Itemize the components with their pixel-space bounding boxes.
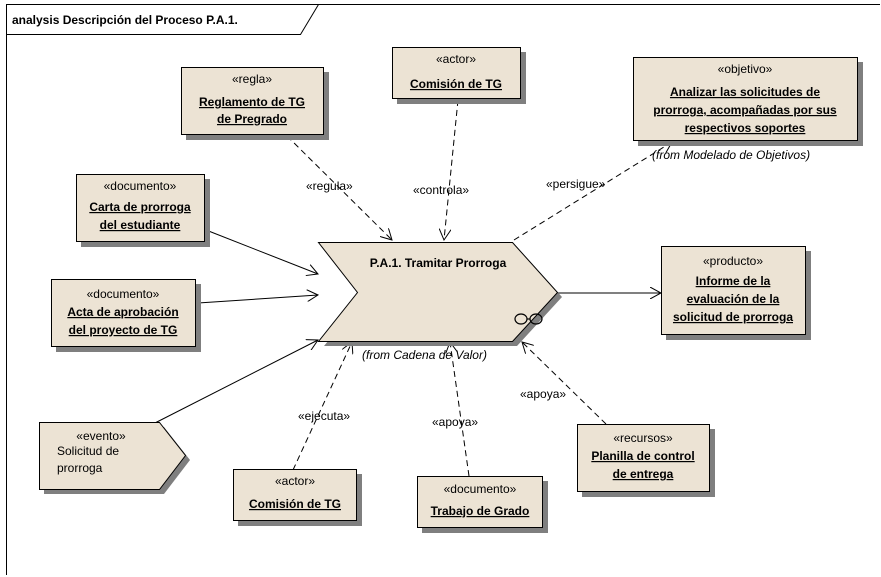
documento-carta-stereotype: «documento» (104, 179, 177, 193)
ejecuta-connector (292, 342, 352, 471)
documento-trabajo-box (417, 476, 543, 528)
persigue-connector (513, 142, 672, 241)
controla-connector (444, 99, 459, 240)
diagram-frame: analysis Descripción del Proceso P.A.1. (6, 4, 880, 575)
actor-top-box (392, 47, 521, 99)
recursos-name-line-2: de entrega (613, 467, 674, 481)
recursos-stereotype: «recursos» (613, 431, 673, 445)
regula-connector (286, 135, 392, 240)
producto-name-line-2: evaluación de la (687, 292, 780, 306)
process-shape (317, 242, 559, 342)
actor-bottom-element[interactable]: «actor» Comisión de TG (233, 469, 363, 527)
actor-top-stereotype: «actor» (436, 52, 476, 66)
objetivo-from: (from Modelado de Objetivos) (652, 148, 810, 162)
objetivo-element[interactable]: «objetivo» Analizar las solicitudes de p… (633, 57, 864, 163)
evento-name-line-2: prorroga (57, 461, 103, 475)
apoya-doc-connector (450, 342, 470, 477)
regla-box (181, 67, 324, 135)
documento-trabajo-stereotype: «documento» (444, 482, 517, 496)
documento-carta-name-line-1: Carta de prorroga (89, 200, 191, 214)
acta-flow-connector (197, 295, 318, 304)
regla-name-line-1: Reglamento de TG (199, 95, 305, 109)
apoya-doc-label: «apoya» (432, 415, 478, 429)
regla-name-line-2: de Pregrado (217, 112, 287, 126)
persigue-label: «persigue» (546, 177, 606, 191)
documento-acta-name-line-1: Acta de aprobación (67, 305, 178, 319)
recursos-box (577, 424, 710, 492)
regla-element[interactable]: «regla» Reglamento de TG de Pregrado (181, 67, 330, 141)
apoya-rec-connector (522, 342, 607, 425)
documento-acta-element[interactable]: «documento» Acta de aprobación del proye… (51, 279, 202, 353)
actor-top-element[interactable]: «actor» Comisión de TG (392, 47, 527, 105)
documento-carta-box (76, 174, 205, 242)
regula-label: «regula» (306, 179, 353, 193)
controla-label: «controla» (413, 183, 469, 197)
objetivo-box (633, 57, 858, 141)
documento-carta-element[interactable]: «documento» Carta de prorroga del estudi… (76, 174, 211, 248)
carta-flow-connector (205, 229, 318, 274)
documento-acta-name-line-2: del proyecto de TG (69, 323, 178, 337)
producto-name-line-1: Informe de la (696, 274, 771, 288)
process-tramitar-prorroga[interactable]: P.A.1. Tramitar Prorroga (from Cadena de… (317, 242, 563, 363)
recursos-element[interactable]: «recursos» Planilla de control de entreg… (577, 424, 716, 498)
documento-carta-name-line-2: del estudiante (100, 218, 181, 232)
documento-trabajo-element[interactable]: «documento» Trabajo de Grado (417, 476, 549, 534)
link-icon (514, 313, 543, 325)
evento-flow-connector (152, 340, 318, 425)
actor-bottom-name: Comisión de TG (249, 497, 341, 511)
actor-bottom-stereotype: «actor» (275, 474, 315, 488)
evento-element[interactable]: «evento» Solicitud de prorroga (39, 422, 191, 495)
recursos-name-line-1: Planilla de control (591, 449, 694, 463)
evento-box (39, 422, 187, 490)
process-name: P.A.1. Tramitar Prorroga (370, 256, 507, 270)
apoya-rec-label: «apoya» (520, 387, 566, 401)
producto-stereotype: «producto» (703, 254, 763, 268)
frame-title: analysis Descripción del Proceso P.A.1. (12, 13, 238, 27)
producto-name-line-3: solicitud de prorroga (673, 310, 793, 324)
documento-acta-stereotype: «documento» (87, 287, 160, 301)
objetivo-name-line-1: Analizar las solicitudes de (670, 85, 820, 99)
evento-name-line-1: Solicitud de (57, 444, 119, 458)
actor-top-name: Comisión de TG (410, 77, 502, 91)
relations (152, 99, 672, 477)
producto-box (661, 246, 806, 335)
process-from: (from Cadena de Valor) (362, 348, 487, 362)
evento-stereotype: «evento» (76, 429, 126, 443)
relation-labels: «regula» «controla» «persigue» «ejecuta»… (298, 177, 606, 429)
producto-element[interactable]: «producto» Informe de la evaluación de l… (661, 246, 812, 341)
documento-acta-box (51, 279, 196, 347)
objetivo-stereotype: «objetivo» (718, 62, 773, 76)
actor-bottom-box (233, 469, 357, 521)
documento-trabajo-name: Trabajo de Grado (431, 504, 530, 518)
regla-stereotype: «regla» (232, 72, 272, 86)
ejecuta-label: «ejecuta» (298, 409, 350, 423)
objetivo-name-line-3: respectivos soportes (685, 121, 806, 135)
objetivo-name-line-2: prorroga, acompañadas por sus (653, 103, 837, 117)
